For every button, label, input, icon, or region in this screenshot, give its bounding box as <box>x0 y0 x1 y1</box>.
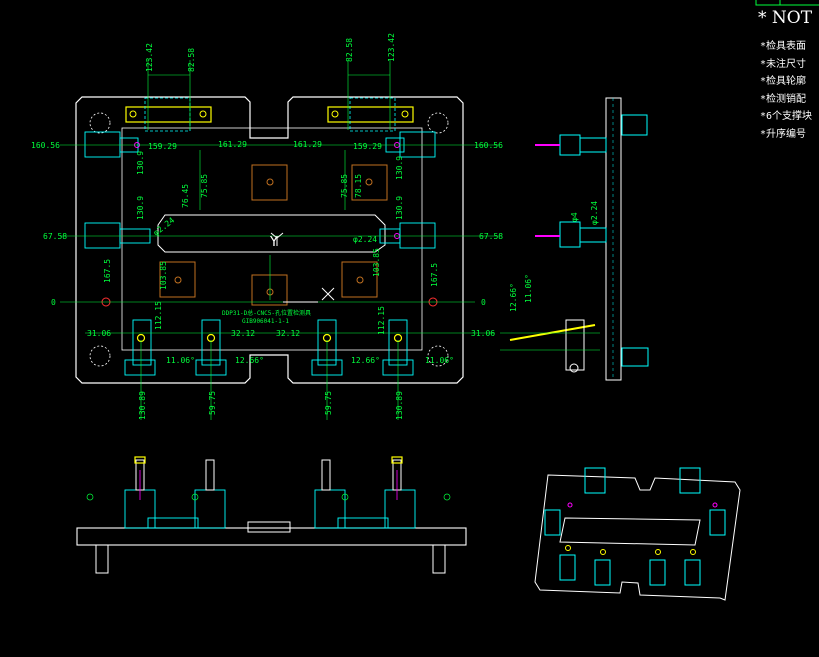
top-clamp-right <box>327 97 414 132</box>
dim-right-159: 159.29 <box>353 142 382 151</box>
note-line: *检具表面 <box>760 41 807 52</box>
inner-plate <box>121 127 423 351</box>
dim-top-left-2: 82.58 <box>187 48 196 72</box>
view-y-label: Y <box>269 235 278 250</box>
dim-bottom-5975-left: 59.75 <box>208 391 217 415</box>
dim-left-159: 159.29 <box>148 142 177 151</box>
dim-top-right-2: 123.42 <box>387 33 396 62</box>
note-line: *升序编号 <box>760 128 807 140</box>
dim-11215-right: 112.15 <box>377 306 386 335</box>
dim-left-0: 0 <box>51 298 56 307</box>
dim-1309-left-2: 130.9 <box>136 196 145 220</box>
side-dim-phi224: φ2.24 <box>590 201 599 225</box>
part-label-line1: DDP31-D总-CNC5-孔位置检测具 <box>222 309 311 317</box>
top-clamp-left <box>125 97 212 132</box>
dim-10385-left: 103.85 <box>159 261 168 290</box>
notes-list: *检具表面 *未注尺寸 *检具轮廓 *检测销配 *6个支撑块 *升序编号 <box>760 38 812 143</box>
front-view <box>76 456 467 574</box>
dim-10385-right: 103.85 <box>372 248 381 277</box>
note-line: *检测销配 <box>760 93 807 105</box>
dim-top-left-1: 123.42 <box>145 43 154 72</box>
dim-bottom-13089-left: 130.89 <box>138 391 147 420</box>
dim-1266-right: 12.66° <box>351 356 380 365</box>
dim-7815: 78.15 <box>354 174 363 198</box>
iso-view <box>534 467 741 601</box>
dim-right-160: 160.56 <box>474 141 503 150</box>
notes-title: * NOT <box>758 8 813 28</box>
central-window <box>157 214 386 253</box>
side-dim-1266: 12.66° <box>509 283 518 312</box>
dim-130-left: 130.9 <box>136 151 145 175</box>
dim-right-0: 0 <box>481 298 486 307</box>
dim-130-right: 130.9 <box>395 156 404 180</box>
dim-phi224-right: φ2.24 <box>353 235 377 244</box>
dim-right-67: 67.58 <box>479 232 503 241</box>
side-clamps <box>84 131 436 249</box>
dim-left-160: 160.56 <box>31 141 60 150</box>
dim-right-3106: 31.06 <box>471 329 495 338</box>
top-view: 123.42 82.58 82.58 123.42 160.56 160.56 … <box>31 33 503 420</box>
dim-3212-left: 32.12 <box>231 329 255 338</box>
dim-left-67: 67.58 <box>43 232 67 241</box>
side-view: φ4 φ2.24 12.66° 11.06° <box>500 97 649 381</box>
note-line: *6个支撑块 <box>760 111 813 122</box>
base-plate-outline <box>75 96 464 384</box>
dim-right-161: 161.29 <box>293 140 322 149</box>
corner-holes <box>89 112 449 367</box>
dim-1266-left: 12.66° <box>235 356 264 365</box>
dim-top-right-1: 82.58 <box>345 38 354 62</box>
dim-3212-right: 32.12 <box>276 329 300 338</box>
note-line: *检具轮廓 <box>760 76 807 87</box>
bottom-clamps <box>124 319 414 376</box>
axis-markers <box>270 232 335 303</box>
bottom-pins <box>136 333 403 343</box>
dim-left-161: 161.29 <box>218 140 247 149</box>
dim-1106-left: 11.06° <box>166 356 195 365</box>
side-dim-1106: 11.06° <box>524 274 533 303</box>
dim-1675-left: 167.5 <box>103 259 112 283</box>
support-blocks <box>159 164 388 306</box>
dim-11215-left: 112.15 <box>154 301 163 330</box>
dim-1106-right: 11.06° <box>425 356 454 365</box>
dim-left-3106: 31.06 <box>87 329 111 338</box>
dim-phi224-left: φ2.24 <box>152 216 177 238</box>
dim-1675-right: 167.5 <box>430 263 439 287</box>
title-block-fragment <box>755 0 819 6</box>
side-dim-phi4: φ4 <box>570 212 579 222</box>
part-label-line2: GIB906041-1-1 <box>242 318 289 325</box>
note-line: *未注尺寸 <box>760 58 807 70</box>
dim-7645: 76.45 <box>181 184 190 208</box>
dim-bottom-5975-right: 59.75 <box>324 391 333 415</box>
dim-7585-left: 75.85 <box>200 174 209 198</box>
dim-1309-right-2: 130.9 <box>395 196 404 220</box>
dim-7585-right: 75.85 <box>340 174 349 198</box>
dim-bottom-13089-right: 130.89 <box>395 391 404 420</box>
